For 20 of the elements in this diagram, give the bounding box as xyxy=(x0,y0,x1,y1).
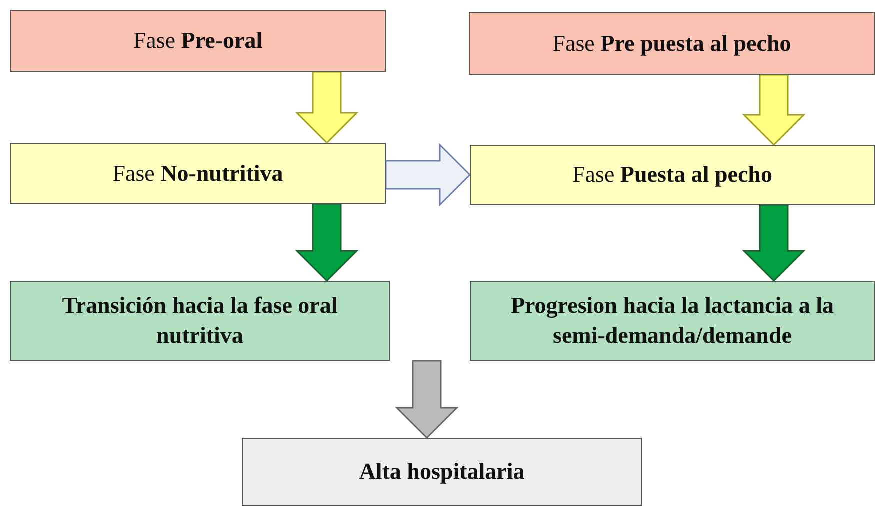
process-box xyxy=(470,145,875,205)
box-label: Progresion hacia la lactancia a la semi-demanda/demande xyxy=(510,292,836,350)
process-box xyxy=(470,281,875,361)
box-label: Alta hospitalaria xyxy=(359,458,525,486)
box-label: Fase Puesta al pecho xyxy=(572,161,772,190)
box-label: Fase No-nutritiva xyxy=(112,160,284,188)
box-label: Fase Pre puesta al pecho xyxy=(552,30,792,58)
box-label: Transición hacia la fase oral nutritiva xyxy=(61,292,339,350)
process-box xyxy=(10,281,390,361)
block-arrow xyxy=(385,143,472,207)
process-box xyxy=(242,438,642,506)
process-box xyxy=(10,10,386,72)
process-box xyxy=(10,143,386,204)
block-arrow xyxy=(742,74,806,146)
process-box xyxy=(469,12,875,75)
block-arrow xyxy=(295,203,359,282)
block-arrow xyxy=(742,204,806,282)
block-arrow xyxy=(295,71,359,144)
block-arrow xyxy=(395,360,459,440)
box-label: Fase Pre-oral xyxy=(133,27,263,56)
